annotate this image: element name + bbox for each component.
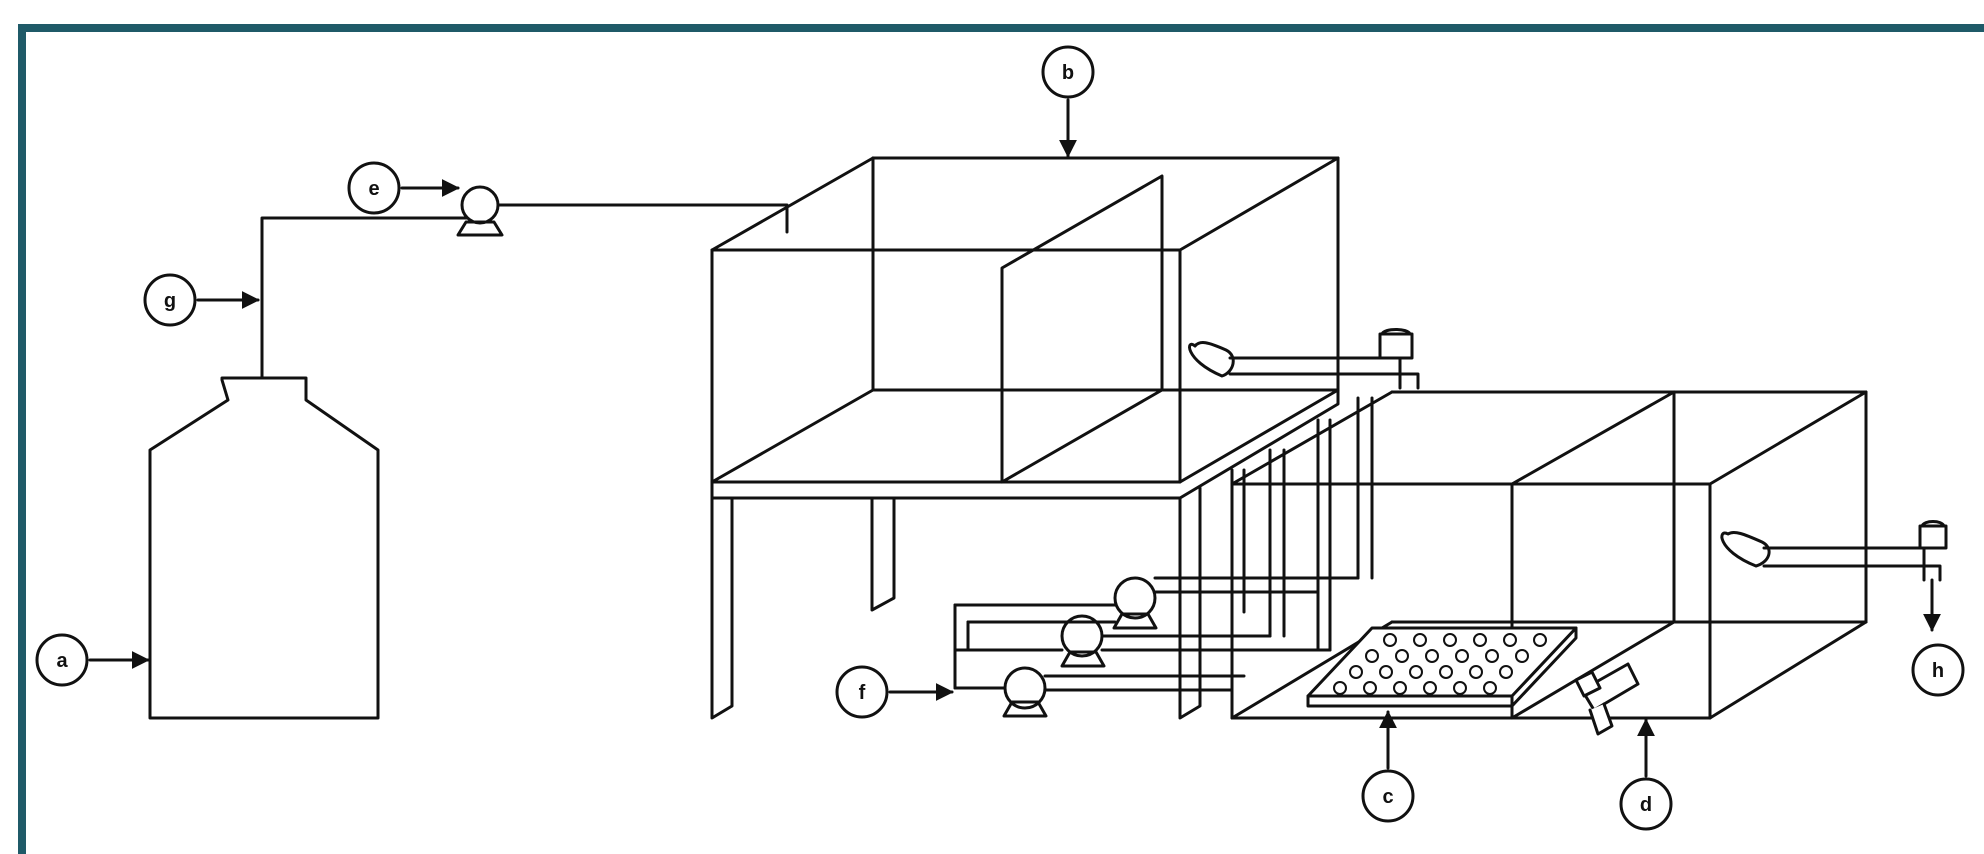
label-e: e (368, 178, 379, 200)
feed-pump-icon (456, 185, 504, 237)
label-g: g (164, 290, 176, 312)
dosing-pumps (953, 576, 1360, 718)
drain-valve-icon (1574, 662, 1640, 736)
upper-tank (710, 156, 1340, 500)
callout-c: c (1361, 710, 1415, 823)
label-d: d (1640, 794, 1652, 816)
lower-tank (1230, 390, 1868, 720)
label-c: c (1382, 786, 1393, 808)
feed-line (260, 216, 470, 380)
callout-e: e (347, 161, 460, 215)
callout-b: b (1041, 45, 1095, 158)
callout-a: a (35, 633, 150, 687)
label-h: h (1932, 660, 1944, 682)
perforated-tray (1306, 626, 1578, 708)
transfer-pipes (1230, 396, 1374, 652)
lower-overflow-spout-icon (1720, 520, 1948, 632)
callout-g: g (143, 273, 260, 327)
callout-d: d (1619, 718, 1673, 831)
label-a: a (56, 650, 68, 672)
stock-bottle (148, 376, 380, 720)
label-f: f (859, 682, 866, 704)
tank-stand-legs (710, 486, 1202, 720)
callout-h: h (1911, 643, 1965, 697)
diagram-frame (18, 24, 1984, 854)
callout-f: f (835, 665, 954, 719)
label-b: b (1062, 62, 1074, 84)
pump-to-tank-line (496, 203, 789, 234)
upper-overflow-spout-icon (1188, 328, 1420, 390)
